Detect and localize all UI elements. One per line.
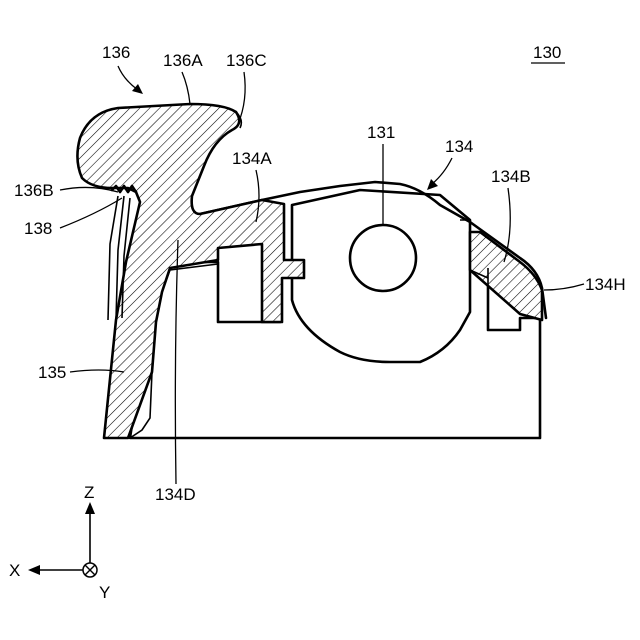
z-axis-label: Z — [84, 483, 94, 502]
label-131: 131 — [367, 123, 395, 142]
label-138: 138 — [24, 219, 52, 238]
arrow-136 — [118, 66, 138, 90]
z-axis-arrowhead — [85, 502, 95, 514]
y-axis-into-page-icon — [83, 563, 97, 577]
x-axis-label: X — [9, 561, 20, 580]
label-135: 135 — [38, 363, 66, 382]
ref-number-130: 130 — [533, 43, 561, 62]
label-136A: 136A — [163, 51, 203, 70]
arrow-134 — [432, 158, 452, 184]
leader-136A — [182, 72, 190, 104]
label-136: 136 — [102, 43, 130, 62]
pivot-shaft — [350, 225, 416, 291]
label-136C: 136C — [226, 51, 267, 70]
label-136B: 136B — [14, 181, 54, 200]
arrow-136-head — [132, 84, 143, 94]
label-134H: 134H — [585, 275, 626, 294]
y-axis-label: Y — [99, 583, 110, 602]
label-134D: 134D — [155, 485, 196, 504]
leader-134H — [544, 284, 584, 290]
label-134B: 134B — [491, 167, 531, 186]
label-134A: 134A — [232, 149, 272, 168]
x-axis-arrowhead — [28, 565, 40, 575]
label-134: 134 — [445, 137, 473, 156]
